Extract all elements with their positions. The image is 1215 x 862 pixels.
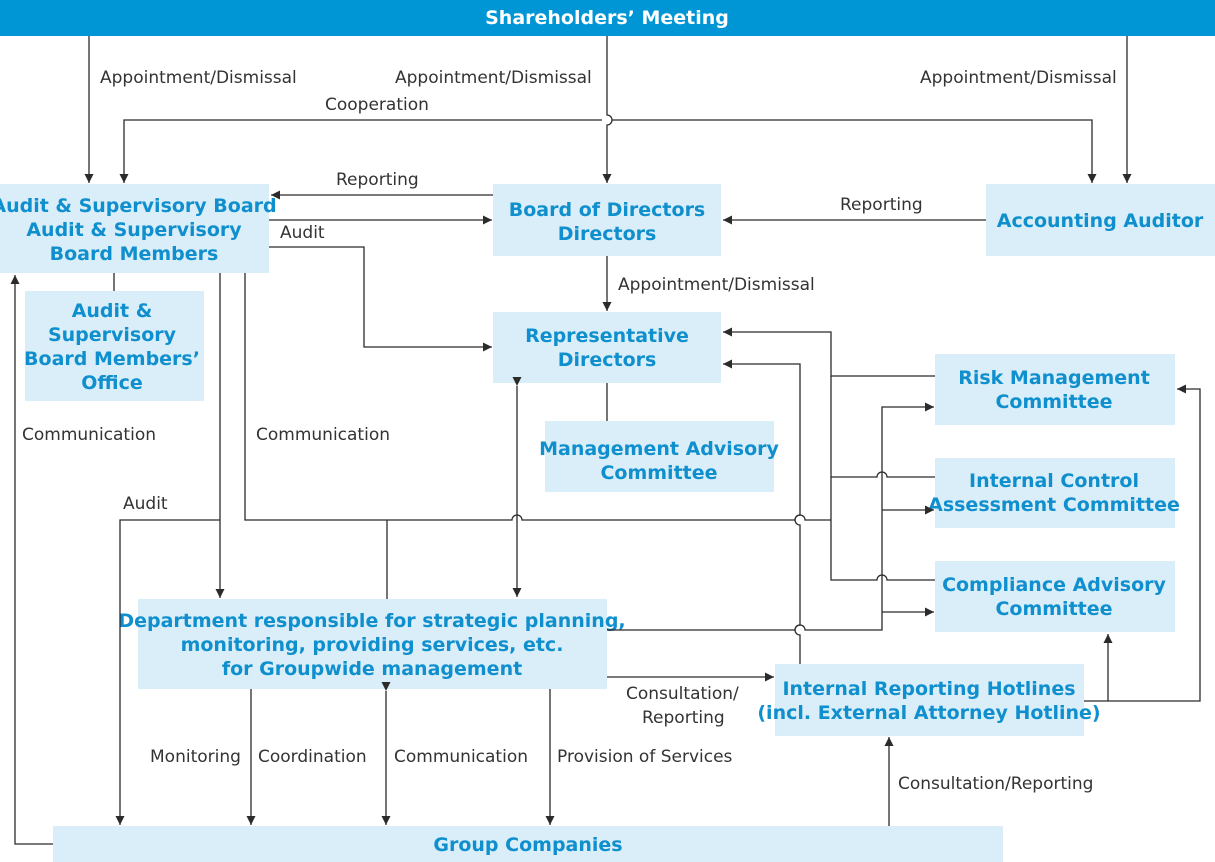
audit-office-line-4: Office — [81, 372, 143, 394]
label-audit-2: Audit — [123, 494, 168, 514]
shareholders-meeting-bar — [0, 0, 1215, 36]
mgmt-advisory-line-2: Committee — [600, 462, 717, 484]
compliance-line-2: Committee — [995, 598, 1112, 620]
label-reporting-1: Reporting — [336, 170, 419, 190]
label-consultation-1: Consultation/ — [626, 684, 739, 704]
audit-office-line-1: Audit & — [72, 300, 153, 322]
label-monitoring: Monitoring — [150, 747, 241, 767]
mgmt-advisory-line-1: Management Advisory — [539, 438, 779, 460]
risk-line-1: Risk Management — [958, 367, 1150, 389]
audit-board-to-rep-directors — [269, 246, 492, 352]
audit-arrow-group — [115, 519, 220, 825]
risk-management-committee-box: Risk Management Committee — [935, 354, 1175, 425]
audit-office-line-2: Supervisory — [48, 324, 177, 346]
label-consultation-2: Consultation/Reporting — [898, 774, 1093, 794]
cooperation-right-arrow — [612, 119, 1097, 183]
label-communication-3: Communication — [394, 747, 528, 767]
group-companies-label: Group Companies — [433, 834, 622, 856]
committee-bus-internal — [830, 376, 935, 478]
label-provision: Provision of Services — [557, 747, 733, 767]
label-communication-1: Communication — [22, 425, 156, 445]
strategic-department-box: Department responsible for strategic pla… — [118, 599, 626, 689]
label-communication-2: Communication — [256, 425, 390, 445]
label-cooperation: Cooperation — [325, 95, 429, 115]
dept-to-committees — [607, 402, 934, 631]
internal-reporting-hotlines-box: Internal Reporting Hotlines (incl. Exter… — [757, 664, 1101, 736]
cooperation-left-arrow — [119, 119, 602, 183]
label-audit-1: Audit — [280, 223, 325, 243]
internal-control-line-2: Assessment Committee — [928, 494, 1180, 516]
label-coordination: Coordination — [258, 747, 367, 767]
hotline-to-risk — [1084, 384, 1201, 702]
labels: Appointment/Dismissal Appointment/Dismis… — [22, 68, 1117, 794]
connectors — [10, 36, 1201, 845]
label-appointment-1: Appointment/Dismissal — [100, 68, 297, 88]
appointment-arrow-board — [602, 36, 613, 183]
shareholders-meeting-title: Shareholders’ Meeting — [485, 7, 729, 29]
board-line-1: Board of Directors — [509, 199, 706, 221]
dept-line-3: for Groupwide management — [222, 658, 522, 680]
rep-directors-line-2: Directors — [558, 349, 657, 371]
compliance-line-1: Compliance Advisory — [942, 574, 1166, 596]
accounting-auditor-label: Accounting Auditor — [997, 210, 1204, 232]
audit-board-line-1: Audit & Supervisory Board — [0, 195, 277, 217]
audit-board-office-box: Audit & Supervisory Board Members’ Offic… — [24, 291, 204, 401]
board-of-directors-box: Board of Directors Directors — [493, 184, 721, 256]
board-line-2: Directors — [558, 223, 657, 245]
label-consultation-1b: Reporting — [642, 708, 725, 728]
dept-line-2: monitoring, providing services, etc. — [181, 634, 564, 656]
management-advisory-committee-box: Management Advisory Committee — [539, 421, 780, 492]
committees-to-rep-directors — [723, 327, 935, 377]
representative-directors-box: Representative Directors — [493, 312, 721, 383]
compliance-advisory-committee-box: Compliance Advisory Committee — [935, 561, 1175, 632]
rep-directors-line-1: Representative — [525, 325, 689, 347]
label-appointment-2: Appointment/Dismissal — [395, 68, 592, 88]
hotline-to-rep-directors — [723, 359, 801, 664]
audit-board-line-2: Audit & Supervisory — [26, 219, 242, 241]
label-appointment-4: Appointment/Dismissal — [618, 275, 815, 295]
hotline-line-1: Internal Reporting Hotlines — [782, 678, 1075, 700]
communication-left-arrow — [10, 275, 53, 845]
label-appointment-3: Appointment/Dismissal — [920, 68, 1117, 88]
audit-supervisory-board-box: Audit & Supervisory Board Audit & Superv… — [0, 184, 277, 273]
audit-board-line-3: Board Members — [50, 243, 219, 265]
audit-office-line-3: Board Members’ — [24, 348, 200, 370]
internal-control-line-1: Internal Control — [969, 470, 1139, 492]
risk-line-2: Committee — [995, 391, 1112, 413]
internal-control-committee-box: Internal Control Assessment Committee — [928, 458, 1180, 528]
label-reporting-2: Reporting — [840, 195, 923, 215]
committee-bus-compliance — [830, 477, 935, 581]
group-companies-box: Group Companies — [53, 826, 1003, 862]
dept-line-1: Department responsible for strategic pla… — [118, 610, 625, 632]
accounting-auditor-box: Accounting Auditor — [986, 184, 1215, 256]
hotline-line-2: (incl. External Attorney Hotline) — [757, 702, 1100, 724]
